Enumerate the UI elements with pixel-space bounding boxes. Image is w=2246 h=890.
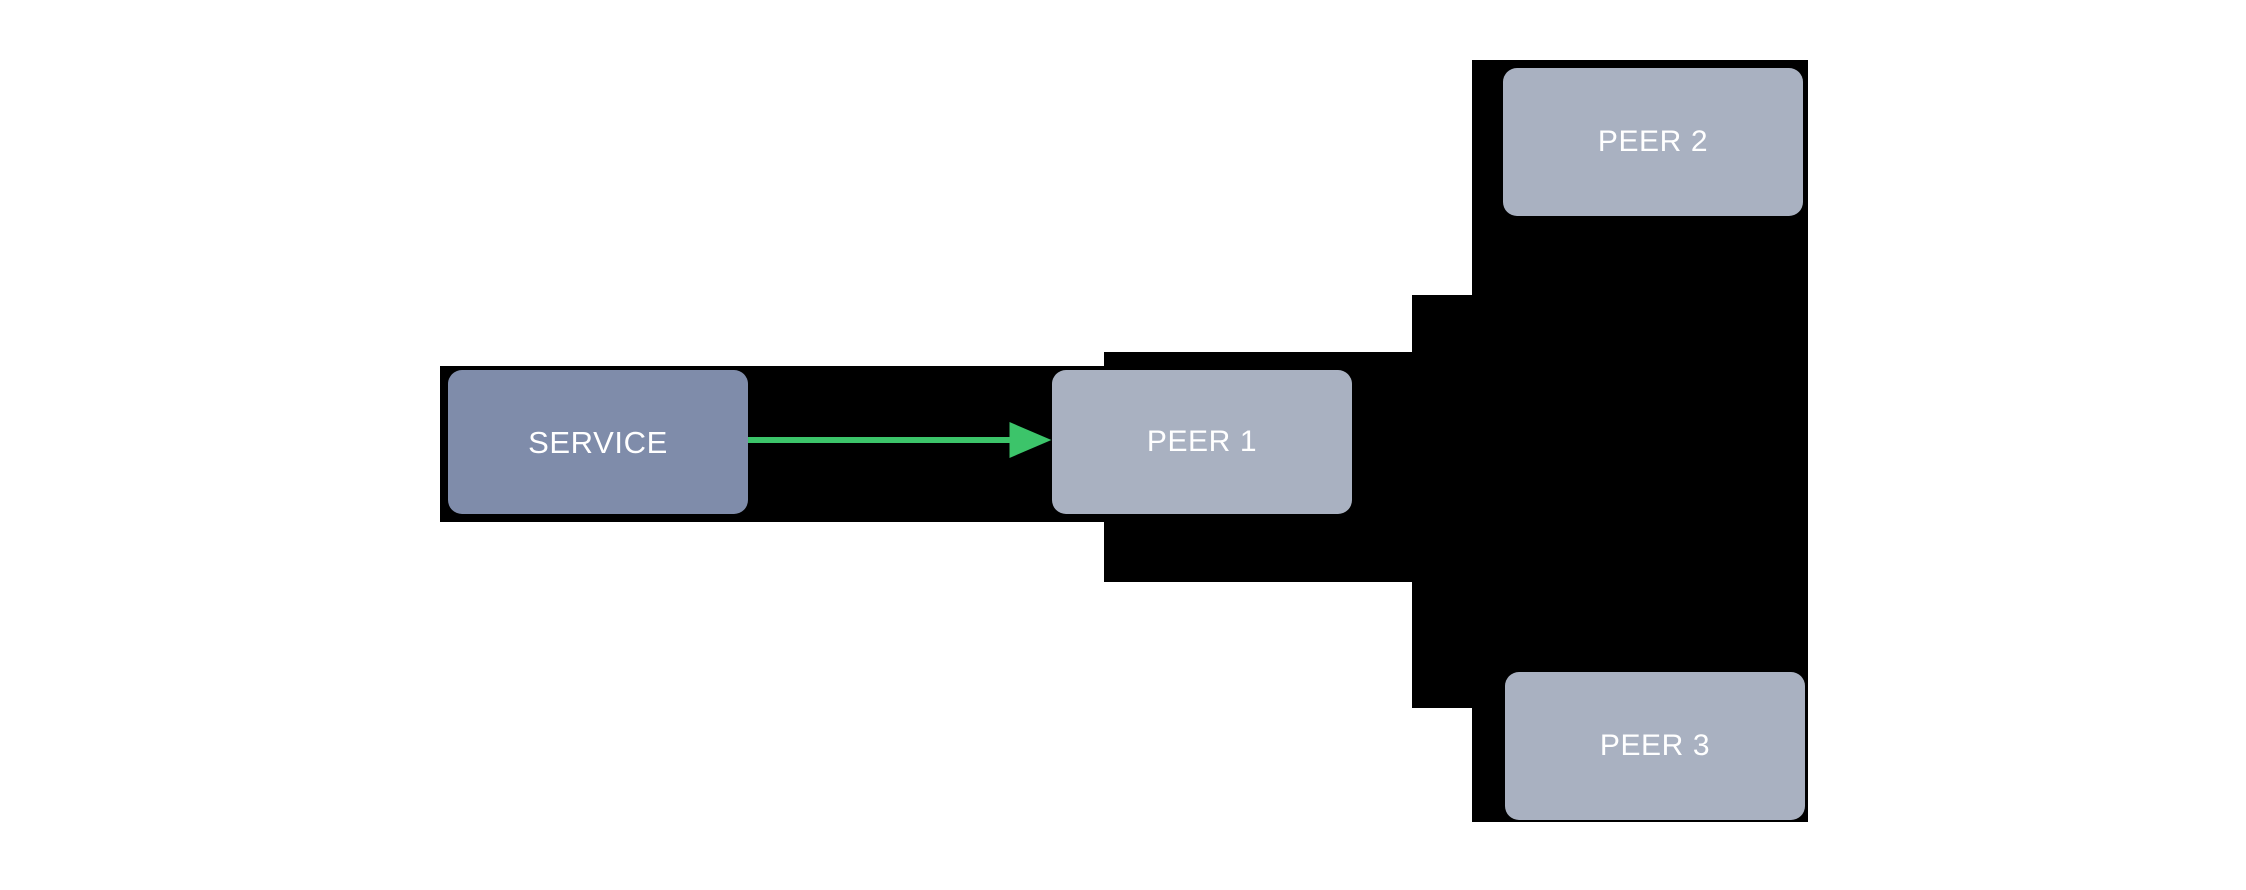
node-service-label: SERVICE <box>528 424 668 460</box>
node-peer-2-label: PEER 2 <box>1597 125 1709 158</box>
node-service[interactable]: SERVICE <box>448 370 748 514</box>
node-peer-3-label: PEER 3 <box>1599 729 1711 762</box>
node-peer-1-label: PEER 1 <box>1146 425 1258 458</box>
node-peer-1[interactable]: PEER 1 <box>1052 370 1352 514</box>
node-peer-3[interactable]: PEER 3 <box>1505 672 1805 820</box>
node-peer-2[interactable]: PEER 2 <box>1503 68 1803 216</box>
